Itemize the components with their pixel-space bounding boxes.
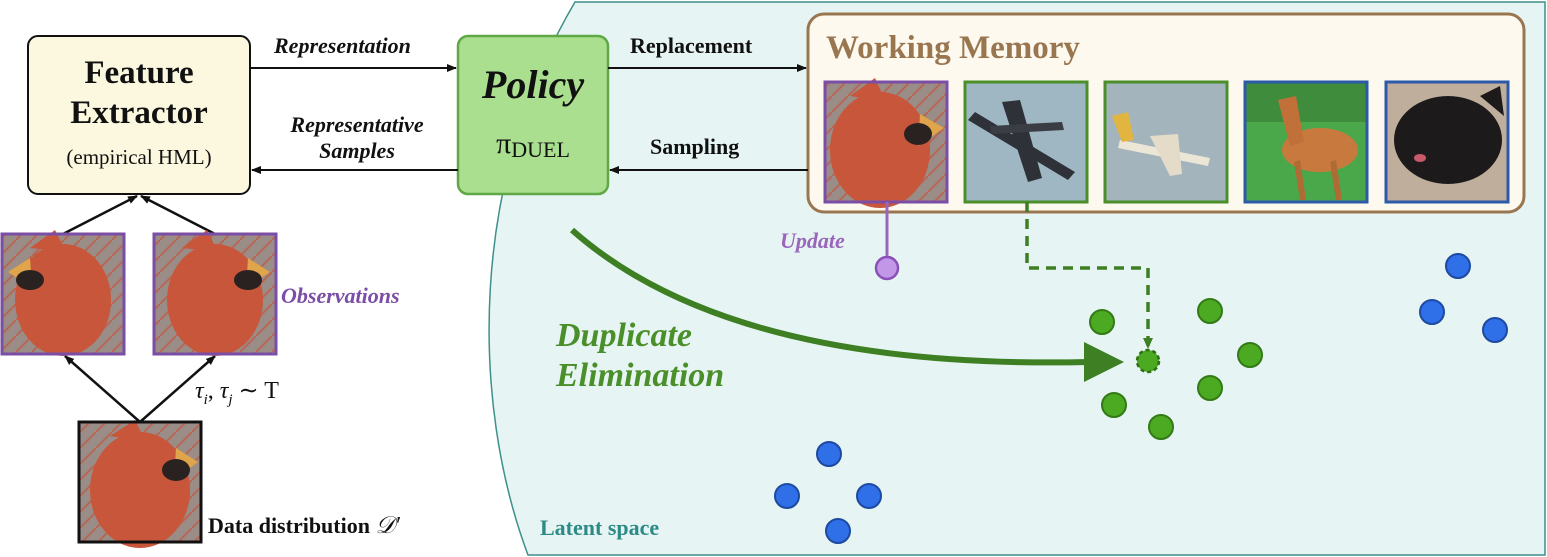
observation-image-left [0, 230, 126, 356]
policy-box [456, 34, 610, 196]
policy-symbol: πDUEL [458, 126, 608, 168]
policy-title: Policy [481, 62, 585, 107]
latent-dot-green [1089, 309, 1115, 335]
representation-label: Representation [274, 33, 411, 58]
working-memory-title: Working Memory [826, 30, 1080, 66]
duplicate-elimination-line2: Elimination [556, 357, 725, 394]
duplicate-elimination-arrowhead [1084, 342, 1124, 382]
latent-dot-green [1197, 298, 1223, 324]
memory-image-dog [1384, 80, 1510, 204]
feature-extractor-title-line1: Feature [84, 55, 194, 91]
formula-sep: , [207, 378, 220, 404]
formula-sub-i: i [203, 391, 208, 408]
feature-extractor-box [27, 35, 251, 195]
latent-dot-blue [1482, 317, 1508, 343]
sampling-label: Sampling [650, 134, 740, 159]
duplicate-link-dashed [1025, 202, 1153, 349]
memory-image-airplane-dark [963, 80, 1089, 204]
observations-label: Observations [281, 283, 400, 308]
latent-dot-blue [774, 483, 800, 509]
formula-sub-j: j [228, 391, 233, 408]
formula-rest: ∼ T [232, 378, 279, 404]
feature-extractor-subtitle: (empirical HML) [66, 145, 212, 169]
memory-image-deer [1243, 80, 1369, 204]
observation-right-arrow [140, 194, 216, 236]
latent-dot-green [1148, 414, 1174, 440]
data-distribution-text: Data distribution [208, 513, 376, 538]
observation-image-right [152, 230, 278, 356]
data-distribution-image [77, 420, 203, 548]
duplicate-elimination-arrow [570, 227, 1089, 366]
representative-samples-label-line1: Representative [290, 112, 424, 137]
latent-space-label: Latent space [540, 515, 660, 540]
replacement-label: Replacement [630, 33, 753, 58]
data-distribution-symbol: 𝒟′ [375, 513, 400, 539]
latent-dot-blue [816, 441, 842, 467]
latent-dot-green [1101, 392, 1127, 418]
formula-tau-j: τ [219, 378, 229, 404]
feature-extractor-title-line2: Extractor [70, 95, 208, 131]
latent-dot-duplicate [1135, 348, 1161, 374]
latent-dot-green [1197, 375, 1223, 401]
update-point [874, 255, 900, 281]
memory-image-cardinal [823, 78, 949, 208]
latent-dot-blue [825, 518, 851, 544]
sampling-formula: τi, τj ∼ T [195, 376, 279, 415]
latent-dot-blue [856, 483, 882, 509]
memory-image-airplane-light [1103, 80, 1229, 204]
observation-left-arrow [62, 194, 138, 236]
policy-subscript: DUEL [511, 137, 570, 162]
representative-samples-label-line2: Samples [319, 138, 395, 163]
sample-left-arrow [64, 355, 141, 423]
formula-tau-i: τ [195, 378, 204, 404]
duplicate-elimination-line1: Duplicate [556, 317, 692, 354]
sample-right-arrow [139, 355, 216, 423]
latent-dot-blue [1445, 253, 1471, 279]
update-label: Update [780, 228, 845, 253]
latent-dot-blue [1419, 299, 1445, 325]
data-distribution-label: Data distribution 𝒟′ [208, 512, 400, 540]
latent-dot-green [1237, 342, 1263, 368]
policy-pi: π [496, 127, 512, 160]
